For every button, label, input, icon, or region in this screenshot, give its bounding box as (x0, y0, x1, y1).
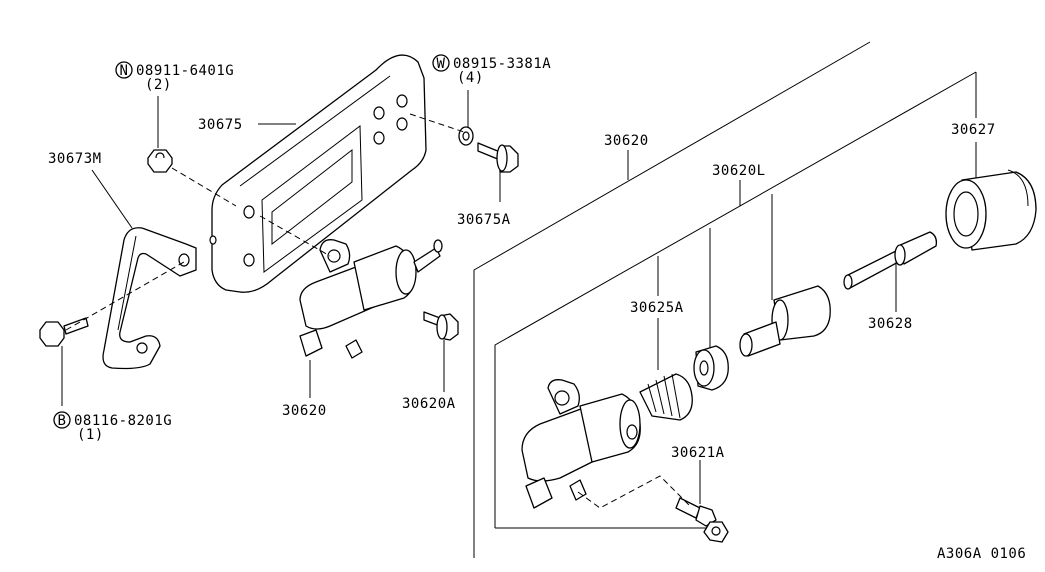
label-bracket-plate: 30675 (198, 117, 243, 133)
diagram-code: A306A 0106 (937, 546, 1026, 562)
flange-bolt (39, 317, 89, 347)
nut-label: N 08911-6401G (2) (115, 61, 234, 93)
piston-cup (693, 345, 729, 391)
piston (739, 285, 831, 357)
bracket-plate (209, 54, 427, 293)
label-operating-cylinder: 30620 (282, 403, 327, 419)
flange-nut (147, 149, 173, 173)
label-push-rod-boot: 30627 (951, 122, 996, 138)
bolt-quantity: (1) (77, 427, 104, 443)
operating-cylinder-mounted (299, 239, 443, 359)
bolt-part-number: 08116-8201G (74, 413, 172, 429)
push-rod-boot (945, 169, 1037, 251)
lock-washer (458, 126, 474, 146)
label-repair-kit: 30620L (712, 163, 766, 179)
label-cylinder-bolt: 30620A (402, 396, 456, 412)
washer-circle-letter: W (437, 56, 446, 72)
label-bleeder-screw: 30621A (671, 445, 725, 461)
exploded-view-frame (473, 41, 977, 558)
assembly-lines (65, 113, 691, 509)
label-operating-cylinder-assy: 30620 (604, 133, 649, 149)
cylinder-mount-bolt (423, 311, 459, 341)
nut-quantity: (2) (145, 77, 172, 93)
washer-quantity: (4) (457, 70, 484, 86)
label-bracket-bolt: 30675A (457, 212, 511, 228)
clutch-bracket (102, 227, 197, 370)
washer-part-number: 08915-3381A (453, 56, 551, 72)
washer-label: W 08915-3381A (4) (432, 54, 551, 86)
bleeder-screw (675, 497, 729, 543)
leader-lines (61, 72, 977, 504)
nut-circle-letter: N (120, 63, 129, 79)
push-rod (843, 231, 938, 290)
label-boot: 30625A (630, 300, 684, 316)
bracket-bolt (477, 142, 519, 173)
label-clutch-bracket: 30673M (48, 151, 102, 167)
cylinder-boot (639, 373, 693, 421)
bolt-circle-letter: B (58, 413, 67, 429)
operating-cylinder-body (521, 379, 641, 509)
nut-part-number: 08911-6401G (136, 63, 234, 79)
bolt-label: B 08116-8201G (1) (53, 411, 172, 443)
label-push-rod: 30628 (868, 316, 913, 332)
